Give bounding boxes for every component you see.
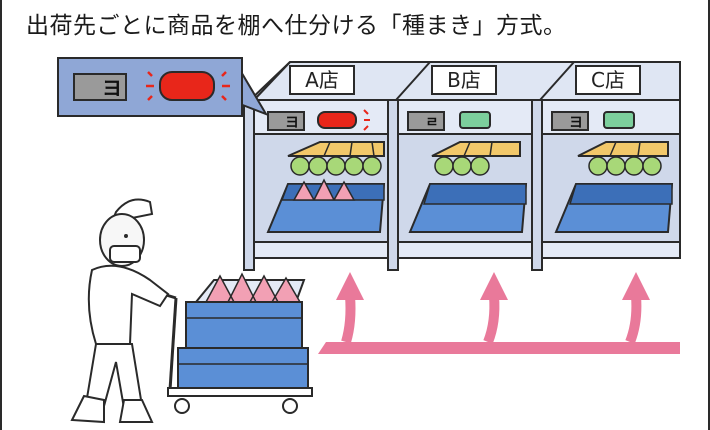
boot-icon [70,394,105,424]
cart-wheel-icon [174,398,190,414]
bin-b [408,141,528,233]
shelf-display-a-count: ヨ [285,115,299,131]
store-sign-a: A店 [289,65,355,95]
routing-arrows [318,272,680,354]
illustration: A店 B店 C店 ヨ ㄹ ヨ [57,57,681,424]
boot-icon [118,399,154,423]
cart-wheel-icon [282,398,298,414]
caption: 出荷先ごとに商品を棚へ仕分ける「種まき」方式。 [26,13,567,39]
arrow-up-c-icon [622,272,650,300]
bin-c [554,141,674,233]
lamp-b-icon [459,111,491,129]
bubble-count: ヨ [102,76,122,100]
store-sign-c-label: C店 [591,68,625,92]
worker [70,198,170,424]
store-sign-a-label: A店 [305,68,339,92]
mask-icon [109,245,141,263]
store-sign-b: B店 [431,65,497,95]
callout-bubble: ヨ [57,57,269,117]
shelf-display-a: ヨ [267,109,370,131]
picking-cart [149,272,313,414]
store-sign-c: C店 [575,65,641,95]
shelf-display-b-count: ㄹ [426,115,439,131]
lamp-a-icon [317,111,357,129]
bubble-lamp-icon [159,71,215,101]
store-sign-b-label: B店 [447,68,481,92]
arrow-up-a-icon [336,272,364,300]
bin-a [266,141,386,233]
shelf-display-c-count: ヨ [569,115,583,131]
lamp-c-icon [603,111,635,129]
shelf-display-c: ヨ [551,111,635,131]
shelf-display-b: ㄹ [407,111,491,131]
arrow-up-b-icon [480,272,508,300]
